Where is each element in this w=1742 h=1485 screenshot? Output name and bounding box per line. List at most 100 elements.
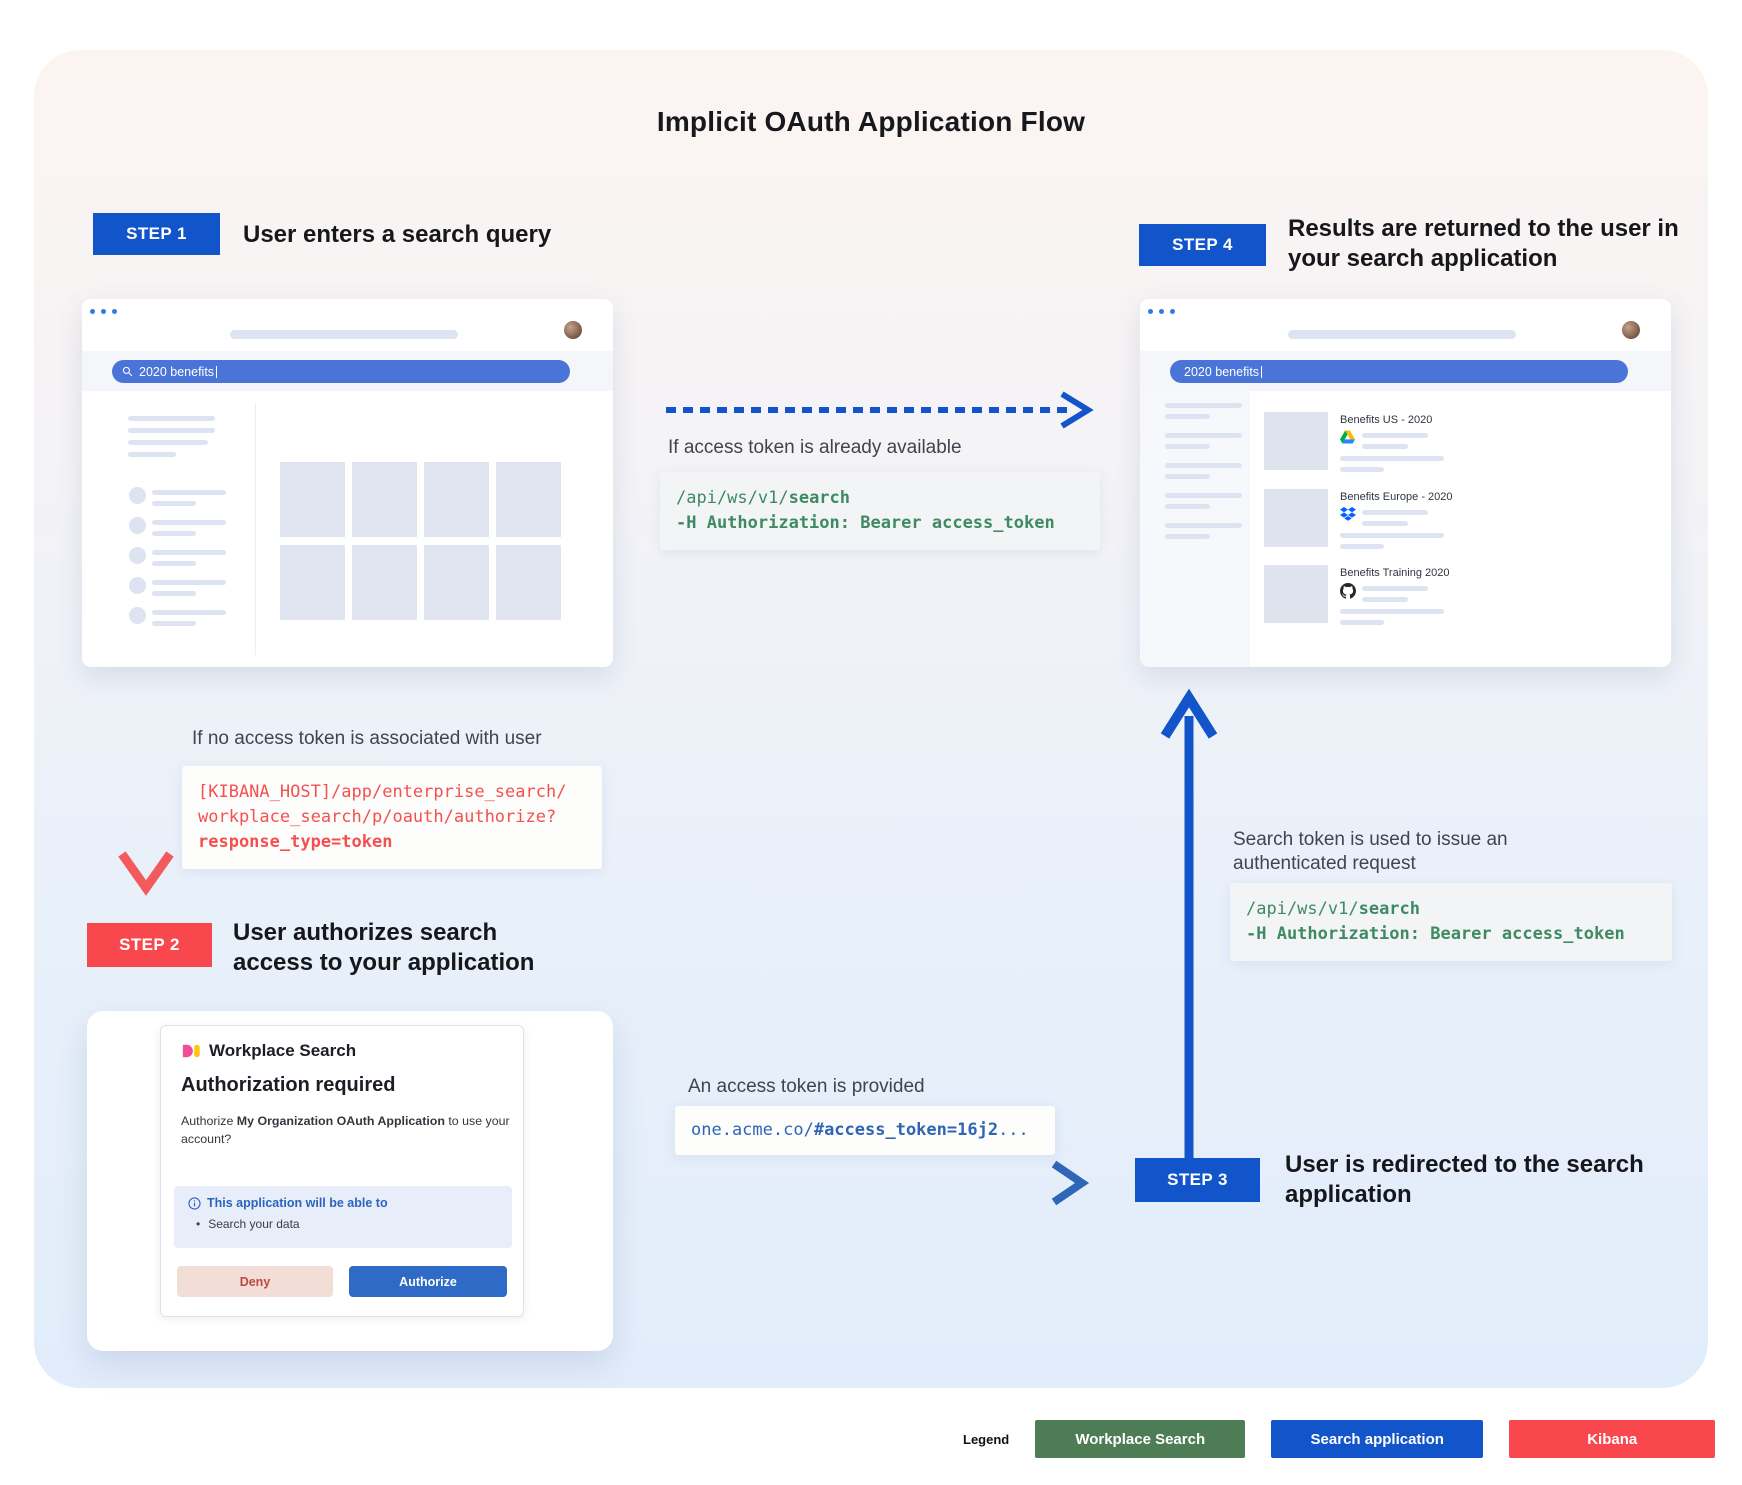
legend-chip-search-application: Search application — [1271, 1420, 1484, 1458]
code-text: ... — [998, 1120, 1029, 1140]
window-dot-icon — [1159, 309, 1164, 314]
skeleton-line — [152, 621, 196, 626]
dialog-heading: Authorization required — [181, 1074, 396, 1096]
oauth-app-name: My Organization OAuth Application — [236, 1114, 445, 1128]
skeleton-line — [152, 550, 226, 555]
grid-placeholder — [424, 545, 489, 620]
scope-title-row: This application will be able to — [188, 1196, 498, 1210]
workplace-search-icon — [182, 1044, 200, 1058]
grid-placeholder — [352, 462, 417, 537]
skeleton-avatar — [129, 517, 146, 534]
authorize-button[interactable]: Authorize — [349, 1266, 507, 1297]
search-icon — [122, 366, 133, 377]
text-cursor — [216, 365, 218, 378]
legend-chip-kibana: Kibana — [1509, 1420, 1716, 1458]
code-text: search — [788, 488, 851, 508]
code-api-search-2: /api/ws/v1/search -H Authorization: Bear… — [1230, 883, 1672, 961]
skeleton-avatar — [129, 547, 146, 564]
code-text: #access_token=16j2 — [813, 1120, 999, 1140]
skeleton-line — [1362, 510, 1428, 515]
note-token-available: If access token is already available — [668, 437, 962, 458]
skeleton-line — [1165, 433, 1242, 438]
result-title: Benefits Training 2020 — [1340, 567, 1450, 579]
window-dot-icon — [112, 309, 117, 314]
code-text: /api/ws/v1/ — [1246, 899, 1359, 919]
panel-divider — [255, 403, 256, 655]
code-kibana-authorize: [KIBANA_HOST]/app/enterprise_search/ wor… — [182, 766, 602, 869]
scope-title: This application will be able to — [207, 1196, 388, 1210]
authorization-dialog: Workplace Search Authorization required … — [160, 1025, 524, 1317]
skeleton-avatar — [129, 487, 146, 504]
skeleton-line — [1165, 504, 1210, 509]
skeleton-line — [1165, 463, 1242, 468]
skeleton-line — [1362, 521, 1408, 526]
result-thumbnail — [1264, 489, 1328, 547]
skeleton-line — [1165, 474, 1210, 479]
skeleton-line — [1165, 403, 1242, 408]
grid-placeholder — [280, 545, 345, 620]
legend-label: Legend — [963, 1431, 1010, 1447]
code-text: /api/ws/v1/ — [676, 488, 789, 508]
search-input[interactable]: 2020 benefits — [112, 360, 570, 383]
arrow-token-provided — [668, 1160, 1090, 1206]
step1-label: User enters a search query — [243, 221, 552, 248]
google-drive-icon — [1340, 430, 1355, 444]
skeleton-line — [1165, 523, 1242, 528]
code-text: response_type=token — [198, 832, 393, 852]
avatar — [564, 321, 582, 339]
code-text: -H Authorization: Bearer access_token — [676, 513, 1055, 533]
skeleton-line — [128, 416, 215, 421]
search-query-text: 2020 benefits — [1184, 364, 1260, 379]
text-cursor — [1261, 365, 1263, 378]
code-text: one.acme.co/ — [691, 1120, 814, 1140]
arrow-no-token — [118, 684, 174, 896]
skeleton-line — [152, 591, 196, 596]
step4-badge: STEP 4 — [1139, 224, 1266, 266]
grid-placeholder — [280, 462, 345, 537]
skeleton-line — [1340, 533, 1444, 538]
skeleton-line — [1362, 444, 1408, 449]
skeleton-line — [1340, 467, 1384, 472]
result-title: Benefits US - 2020 — [1340, 414, 1433, 426]
info-icon — [188, 1196, 201, 1210]
skeleton-line — [1340, 609, 1444, 614]
skeleton-line — [1165, 444, 1210, 449]
body-text: to use your account? — [181, 1114, 510, 1146]
step4-label: Results are returned to the user in your… — [1288, 215, 1679, 272]
step3-badge: STEP 3 — [1135, 1158, 1260, 1202]
code-text: [KIBANA_HOST]/app/enterprise_search/ — [198, 782, 567, 802]
step2-label: User authorizes search access to your ap… — [233, 919, 535, 976]
skeleton-line — [1362, 586, 1428, 591]
search-input[interactable]: 2020 benefits — [1170, 360, 1628, 383]
skeleton-line — [128, 452, 176, 457]
arrow-authenticated-request — [1160, 688, 1218, 1160]
window-dot-icon — [1170, 309, 1175, 314]
grid-placeholder — [424, 462, 489, 537]
skeleton-line — [1362, 433, 1428, 438]
skeleton-avatar — [129, 607, 146, 624]
arrow-token-available — [666, 391, 1094, 429]
note-auth-request: Search token is used to issue an authent… — [1233, 829, 1508, 874]
step3-label: User is redirected to the search applica… — [1285, 1151, 1644, 1208]
skeleton-line — [1165, 414, 1210, 419]
grid-placeholder — [496, 545, 561, 620]
deny-button[interactable]: Deny — [177, 1266, 333, 1297]
code-text: search — [1358, 899, 1421, 919]
result-title: Benefits Europe - 2020 — [1340, 491, 1453, 503]
step1-badge: STEP 1 — [93, 213, 220, 255]
skeleton-line — [128, 428, 215, 433]
skeleton-line — [1362, 597, 1408, 602]
code-text: workplace_search/p/oauth/authorize? — [198, 807, 557, 827]
window-dot-icon — [101, 309, 106, 314]
skeleton-line — [1165, 534, 1210, 539]
page-title: Implicit OAuth Application Flow — [656, 106, 1086, 137]
skeleton-line — [152, 580, 226, 585]
skeleton-line — [1165, 493, 1242, 498]
result-thumbnail — [1264, 412, 1328, 470]
skeleton-line — [152, 561, 196, 566]
note-token-provided: An access token is provided — [688, 1076, 925, 1097]
grid-placeholder — [352, 545, 417, 620]
code-text: -H Authorization: Bearer access_token — [1246, 924, 1625, 944]
search-query-text: 2020 benefits — [139, 364, 215, 379]
